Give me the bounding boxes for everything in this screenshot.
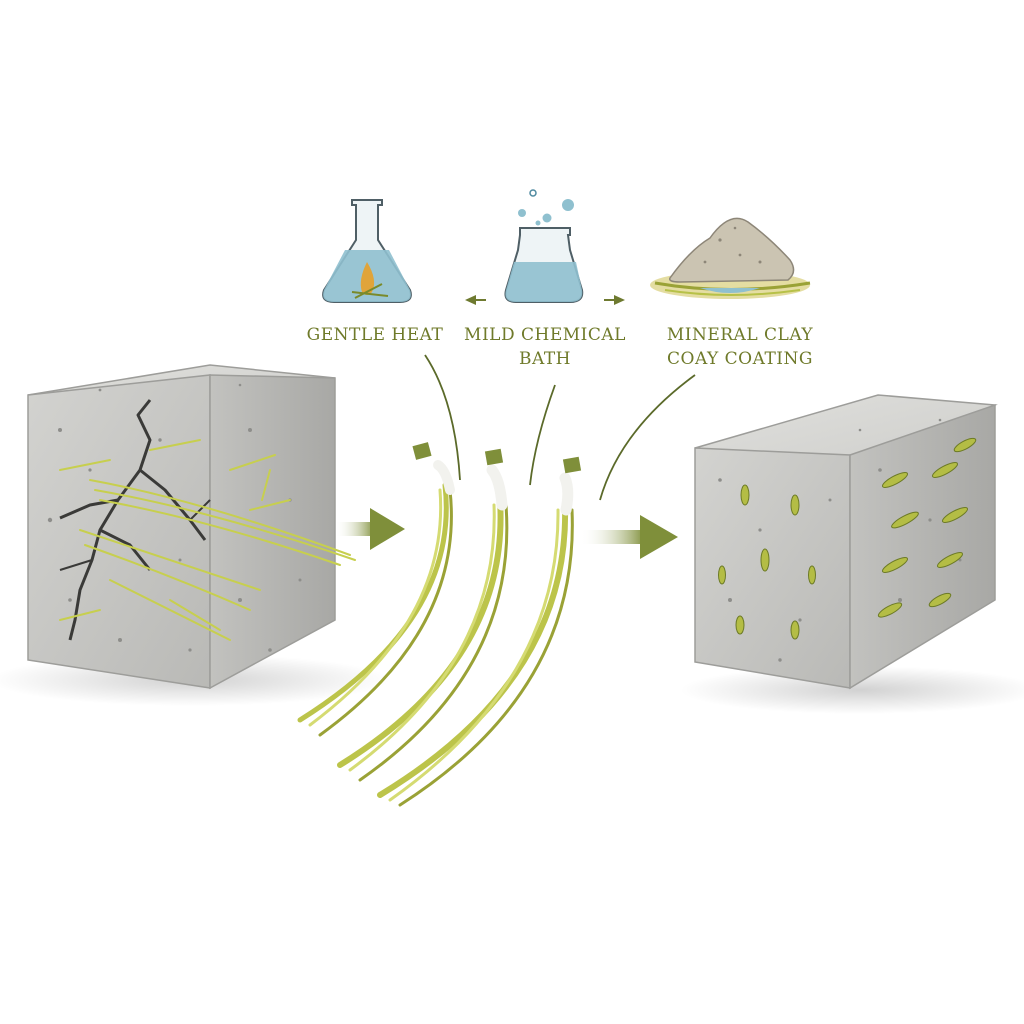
fiber-bundle-2 [337,497,509,782]
block-front-face-right [694,447,851,689]
step-label-clay-coating: MINERAL CLAY COAY COATING [650,323,830,371]
block-side-face-right [849,403,996,690]
beaker-with-bubbles-icon [504,189,584,303]
clay-pile-icon [650,217,811,299]
step-label-line: MINERAL CLAY [666,325,814,345]
flow-arrow-right [580,515,678,559]
embedded-fiber-bits-front [718,484,816,640]
step-label-line: MILD CHEMICAL [464,325,626,345]
label-leader-lines [424,354,696,501]
concrete-pores [47,383,302,652]
reinforced-concrete-block [680,394,1024,714]
small-double-arrow [465,295,625,305]
step-label-chemical-bath: MILD CHEMICAL BATH [460,323,630,371]
treated-fiber-strands [297,442,582,807]
step-label-line: COAY COATING [667,349,813,369]
embedded-fiber-bits-side [877,437,977,618]
embedded-fibers [59,439,356,641]
fiber-bundle-3 [377,502,574,807]
fiber-bundle-1 [297,482,453,737]
cracked-concrete-block [0,364,390,706]
step-label-gentle-heat: GENTLE HEAT [300,323,450,347]
fiber-coated-tips [412,442,582,516]
block-side-face [209,374,336,690]
flask-with-flame-icon [322,199,412,303]
flow-arrow-left [335,508,405,550]
block-shadow-right [680,666,1024,714]
step-label-line: BATH [518,349,571,369]
step-label-line: GENTLE HEAT [306,325,444,345]
